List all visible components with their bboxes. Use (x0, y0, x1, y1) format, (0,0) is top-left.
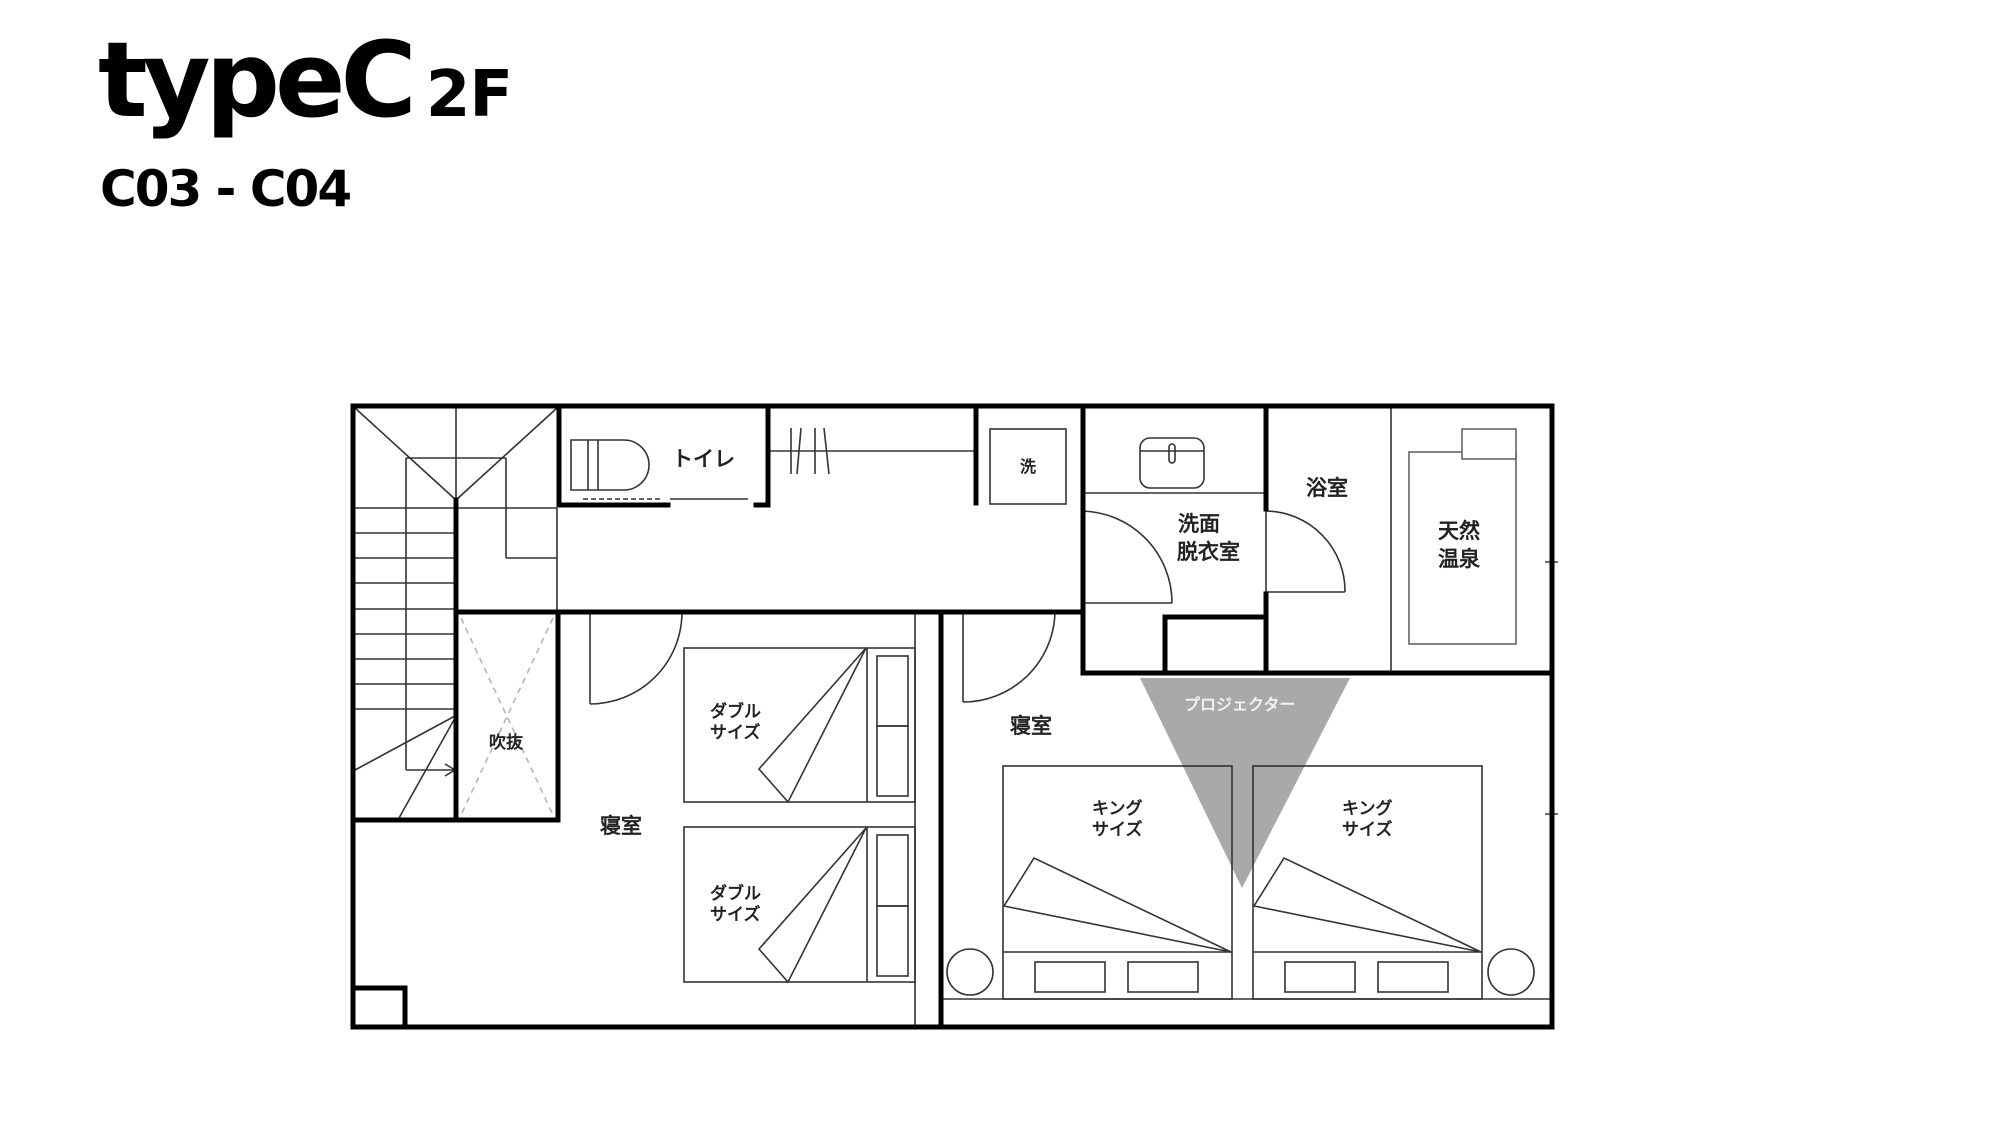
sink-fixture (1082, 437, 1264, 494)
washer-box (989, 428, 1067, 505)
right-bedroom-door (962, 611, 1056, 703)
double-bed-2 (683, 826, 916, 984)
label-double-1b: サイズ (710, 722, 761, 743)
label-washer: 洗 (1020, 457, 1036, 476)
outer-wall (350, 403, 1555, 1030)
label-bedroom-right: 寝室 (1010, 714, 1052, 738)
label-toilet: トイレ (672, 447, 735, 471)
label-washroom-1: 洗面 (1178, 512, 1220, 536)
label-void: 吹抜 (489, 732, 524, 753)
unit-range: C03 - C04 (100, 160, 352, 218)
hot-spring-tub (1408, 428, 1517, 645)
label-king-2a: キング (1342, 798, 1393, 819)
left-bedroom-door (589, 611, 683, 705)
bathroom-door (1265, 510, 1346, 593)
projector-cone (1140, 678, 1350, 888)
floor-label: 2F (425, 58, 513, 132)
king-bed-2 (1252, 765, 1535, 1000)
label-bathroom: 浴室 (1306, 476, 1348, 500)
label-bedroom-left: 寝室 (600, 814, 642, 838)
label-double-2a: ダブル (710, 883, 761, 904)
walls (350, 403, 1555, 1030)
double-bed-1 (683, 647, 916, 804)
washroom-door (1081, 510, 1173, 604)
label-king-1a: キング (1092, 798, 1143, 819)
toilet-fixture (570, 439, 748, 500)
label-double-1a: ダブル (710, 701, 761, 722)
label-double-2b: サイズ (710, 904, 761, 925)
label-king-1b: サイズ (1092, 819, 1143, 840)
fixtures (354, 406, 1558, 1027)
label-washroom-2: 脱衣室 (1177, 540, 1240, 564)
type-title: typeC (98, 19, 417, 141)
label-hot-spring-1: 天然 (1438, 519, 1480, 543)
closet-rod (770, 427, 975, 475)
king-bed-1 (946, 765, 1233, 1000)
label-king-2b: サイズ (1342, 819, 1393, 840)
label-projector: プロジェクター (1184, 695, 1295, 714)
label-hot-spring-2: 温泉 (1438, 547, 1481, 571)
void-marker (460, 617, 554, 816)
